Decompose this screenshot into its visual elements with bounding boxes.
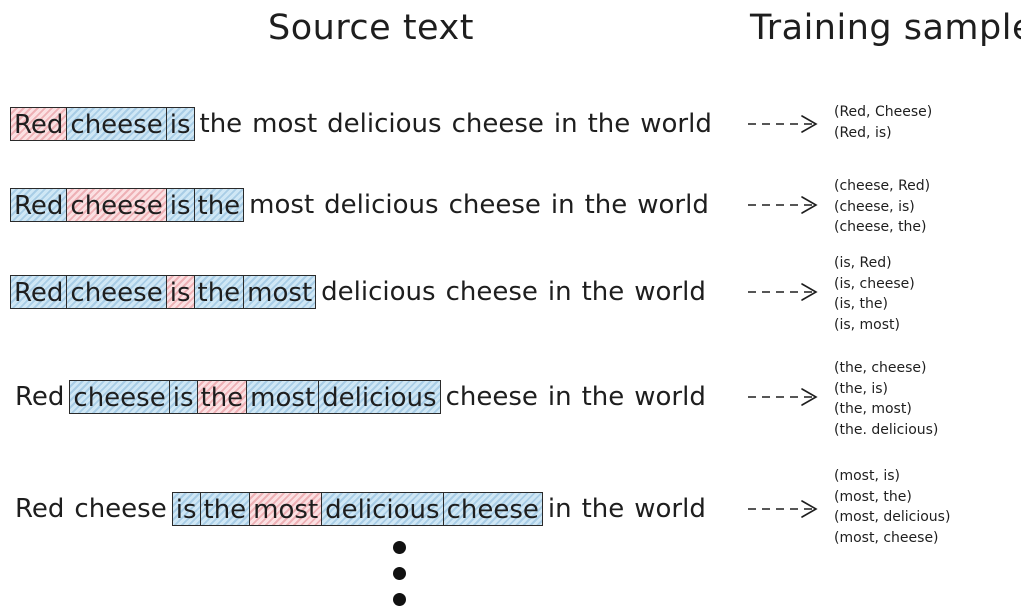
training-samples: (cheese, Red) (cheese, is) (cheese, the) [834,176,930,238]
word: in [553,109,578,139]
arrow-icon [748,115,818,133]
word: the [587,109,631,139]
word: world [634,382,706,412]
context-word: is [166,188,195,222]
context-word: most [244,275,317,309]
word: cheese [448,190,541,220]
training-samples: (Red, Cheese) (Red, is) [834,102,932,143]
arrow-icon [748,196,818,214]
training-sample-header: Training sample [750,8,1021,48]
context-word: cheese [443,492,543,526]
word: the [581,494,625,524]
training-pair: (the, cheese) [834,360,927,376]
training-samples: (most, is) (most, the) (most, delicious) (m… [834,466,950,548]
arrow-icon [748,283,818,301]
word: in [547,382,572,412]
word: most [252,109,318,139]
training-pair: (most, delicious) [834,509,951,525]
ellipsis-dot [393,567,406,580]
training-pair: (most, cheese) [834,529,939,546]
context-word: is [169,380,198,414]
word: Red [15,382,65,412]
word: the [199,109,243,139]
training-samples: (is, Red) (is, cheese) (is, the) (is, most) [834,253,915,335]
word: delicious [321,277,436,307]
word: in [550,190,575,220]
training-pair: (cheese, is) [834,198,915,215]
context-word: cheese [69,380,170,414]
target-word: is [166,275,195,309]
training-pair: (is, cheese) [834,275,915,292]
training-pair: (is, most) [834,316,900,333]
ellipsis-dot [393,541,406,554]
word: world [634,494,706,524]
training-pair: (Red, Cheese) [834,104,933,120]
word: the [581,277,625,307]
arrow-icon [748,500,818,518]
training-pair: (the, most) [834,401,912,417]
context-word: most [247,380,320,414]
word: world [637,190,709,220]
training-samples: (the, cheese) (the, is) (the, most) (the. d… [834,358,938,440]
word: Red [15,494,65,524]
training-pair: (most, the) [834,488,912,505]
word: the [581,382,625,412]
word: cheese [74,494,167,524]
context-word: delicious [322,492,444,526]
context-word: cheese [67,107,167,141]
training-pair: (is, Red) [834,255,892,271]
word: in [547,494,572,524]
word: delicious [324,190,439,220]
training-pair: (cheese, the) [834,219,927,235]
word: in [547,277,572,307]
word: world [640,109,712,139]
training-pair: (the, is) [834,380,888,397]
target-word: cheese [67,188,167,222]
context-word: cheese [67,275,167,309]
word: cheese [445,382,538,412]
word: most [249,190,315,220]
target-word: the [197,380,248,414]
word: cheese [451,109,544,139]
training-pair: (cheese, Red) [834,178,931,194]
target-word: most [250,492,323,526]
target-word: Red [10,107,68,141]
training-pair: (the. delicious) [834,421,939,438]
context-word: delicious [319,380,441,414]
word: cheese [445,277,538,307]
source-text-header: Source text [268,8,474,48]
word: delicious [327,109,442,139]
context-word: Red [10,188,68,222]
word: world [634,277,706,307]
training-pair: (most, is) [834,468,900,484]
context-word: is [166,107,195,141]
word: the [584,190,628,220]
context-word: is [171,492,201,526]
context-word: Red [10,275,68,309]
training-pair: (is, the) [834,296,888,312]
arrow-icon [748,388,818,406]
training-pair: (Red, is) [834,124,892,141]
context-word: the [194,275,245,309]
context-word: the [200,492,251,526]
context-word: the [194,188,245,222]
ellipsis-dot [393,593,406,606]
